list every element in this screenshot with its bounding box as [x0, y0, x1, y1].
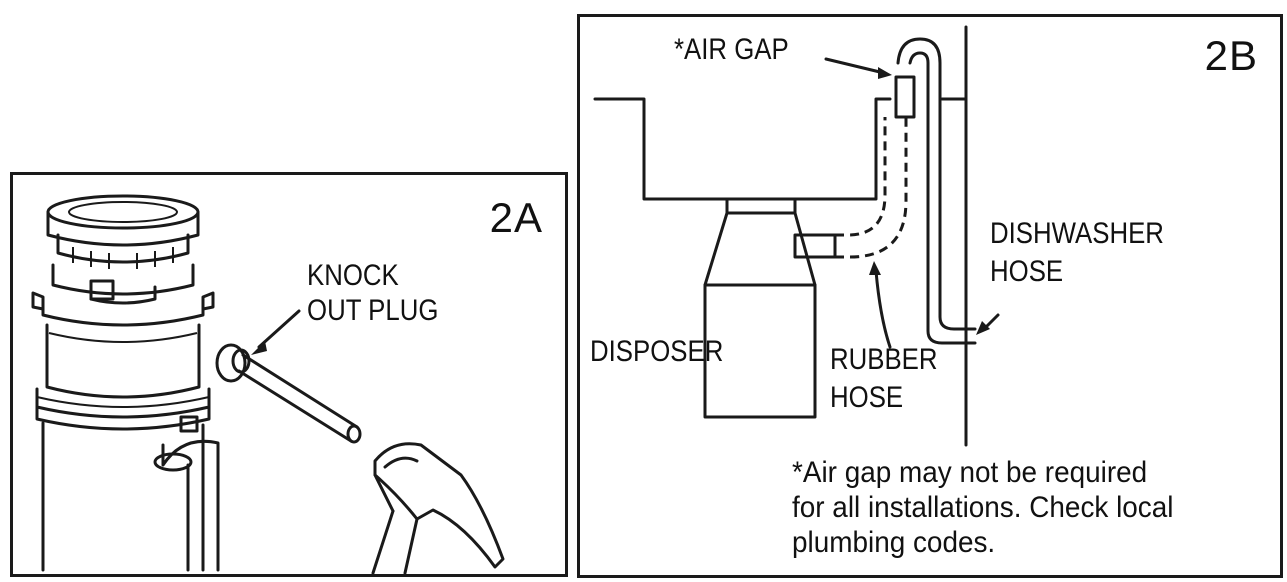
disposer-housing — [35, 323, 220, 572]
air-gap-pointer-line — [824, 57, 886, 75]
air-gap-label: *AIR GAP — [674, 33, 789, 66]
air-gap-pointer-arrowhead — [878, 67, 892, 79]
disposer-label: DISPOSER — [590, 335, 724, 368]
disposer-unit — [703, 197, 837, 419]
mounting-ring — [31, 263, 215, 327]
panel-2b-label: 2B — [1204, 32, 1258, 79]
note-line2: for all installations. Check local — [792, 491, 1174, 524]
rubber-hose-pointer-arrowhead — [869, 261, 881, 275]
punch-rod — [237, 353, 362, 444]
dishwasher-hose-pointer-arrowhead — [976, 321, 990, 335]
panel-2a-label: 2A — [489, 194, 543, 241]
knock-out-pointer-line — [257, 309, 301, 349]
rubber-hose-label-line1: RUBBER — [830, 343, 938, 376]
plumbing-diagram — [593, 25, 1000, 447]
dishwasher-hose-label-line2: HOSE — [990, 255, 1064, 288]
sink-basin — [593, 97, 892, 201]
knock-out-pointer-arrowhead — [251, 341, 267, 355]
knock-out-plug-label-line2: OUT PLUG — [307, 294, 439, 327]
dishwasher-hose-label-line1: DISHWASHER — [990, 217, 1164, 250]
rubber-hose — [835, 117, 908, 259]
panel-2a: 2A KNOCK OUT PLUG — [10, 172, 568, 577]
dishwasher-hose — [926, 115, 977, 345]
knock-out-plug-label-line1: KNOCK — [307, 259, 399, 292]
panel-2b: 2B *AIR GAP DISHWASHER HOSE DISPOSER RUB… — [577, 14, 1283, 578]
note-line1: *Air gap may not be required — [792, 456, 1148, 489]
air-gap-device — [894, 37, 942, 119]
hammer-icon — [371, 442, 505, 574]
sink-flange — [46, 194, 200, 269]
rubber-hose-pointer-line — [874, 269, 892, 349]
rubber-hose-label-line2: HOSE — [830, 381, 904, 414]
note-line3: plumbing codes. — [792, 526, 996, 559]
disposer-illustration — [31, 194, 505, 574]
